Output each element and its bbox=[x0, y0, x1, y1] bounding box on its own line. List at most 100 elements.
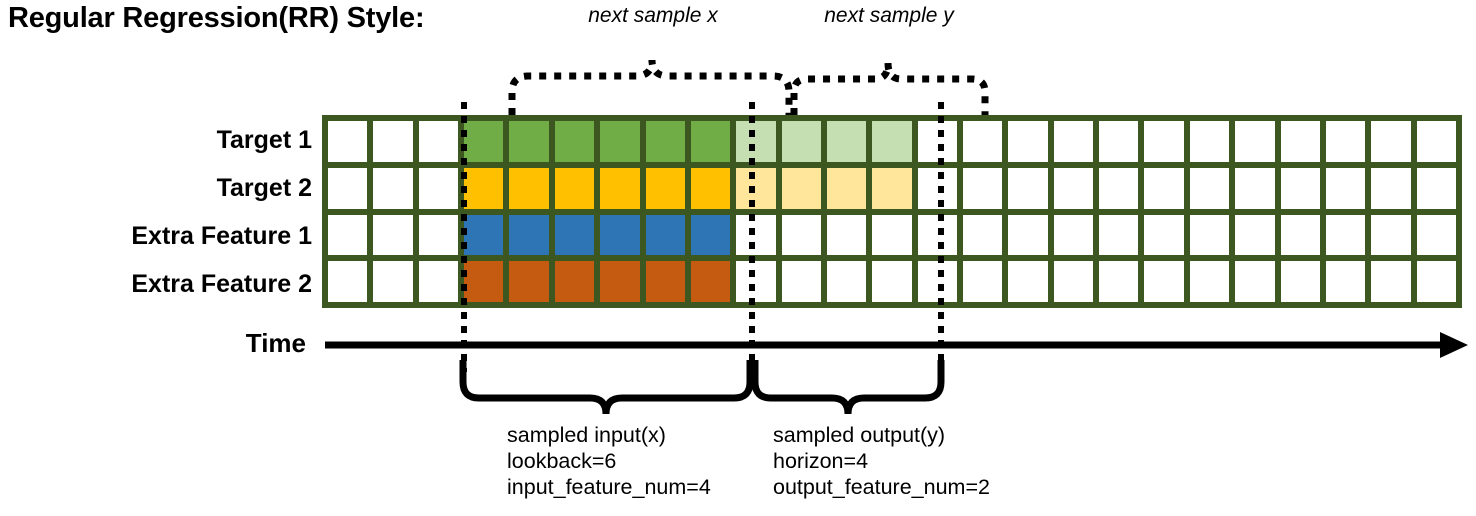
grid-cell bbox=[736, 121, 776, 162]
page-title: Regular Regression(RR) Style: bbox=[8, 2, 425, 34]
grid-cell bbox=[418, 214, 459, 256]
grid-cell bbox=[1371, 261, 1411, 302]
grid-cell bbox=[600, 214, 640, 256]
row-label-column: Target 1 Target 2 Extra Feature 1 Extra … bbox=[0, 0, 312, 516]
grid-cell bbox=[736, 214, 776, 256]
grid-cell bbox=[1053, 121, 1094, 162]
grid-cell bbox=[328, 121, 368, 162]
grid-cell bbox=[1325, 121, 1366, 162]
grid-cell bbox=[373, 261, 413, 302]
grid-cell bbox=[690, 261, 731, 302]
grid-cell bbox=[1099, 214, 1139, 256]
grid-cell bbox=[464, 261, 504, 302]
grid-cell bbox=[509, 261, 549, 302]
grid-cell bbox=[1280, 167, 1320, 209]
grid-cell bbox=[1371, 121, 1411, 162]
grid-cell bbox=[1280, 214, 1320, 256]
grid-cell bbox=[1099, 261, 1139, 302]
grid-cell bbox=[1325, 167, 1366, 209]
grid-cell bbox=[1189, 261, 1230, 302]
grid-cell bbox=[418, 121, 459, 162]
grid-cell bbox=[418, 167, 459, 209]
grid-cell bbox=[645, 121, 685, 162]
bottom-brace-sampled-output bbox=[751, 360, 945, 415]
grid-cell bbox=[373, 167, 413, 209]
row-label-extra-feature-1: Extra Feature 1 bbox=[131, 222, 312, 250]
grid-cell bbox=[554, 261, 595, 302]
grid-cell bbox=[1144, 261, 1184, 302]
grid-cell bbox=[917, 167, 958, 209]
grid-cell bbox=[826, 214, 867, 256]
grid-cell bbox=[600, 121, 640, 162]
grid-cell bbox=[1008, 167, 1048, 209]
grid-cell bbox=[690, 121, 731, 162]
grid-cell bbox=[1053, 214, 1094, 256]
grid-cell bbox=[781, 214, 821, 256]
grid-cell bbox=[963, 261, 1003, 302]
grid-cell bbox=[1235, 121, 1275, 162]
grid-cell bbox=[373, 121, 413, 162]
grid-cell bbox=[917, 261, 958, 302]
grid-cell bbox=[373, 214, 413, 256]
time-axis-arrow bbox=[325, 332, 1468, 358]
top-brace-next-sample-x bbox=[508, 59, 793, 115]
grid-cell bbox=[1008, 121, 1048, 162]
grid-cell bbox=[1235, 167, 1275, 209]
grid-cell bbox=[464, 214, 504, 256]
timeline-grid bbox=[322, 115, 1462, 308]
grid-cell bbox=[1144, 214, 1184, 256]
bottom-brace-sampled-input bbox=[459, 360, 754, 415]
grid-cell bbox=[1099, 167, 1139, 209]
grid-cell bbox=[509, 167, 549, 209]
grid-cell bbox=[464, 121, 504, 162]
grid-cell bbox=[464, 167, 504, 209]
grid-cell bbox=[826, 261, 867, 302]
row-label-extra-feature-2: Extra Feature 2 bbox=[131, 270, 312, 298]
grid-cell bbox=[1053, 261, 1094, 302]
grid-cell bbox=[1416, 121, 1456, 162]
grid-cell bbox=[554, 167, 595, 209]
grid-cell bbox=[1008, 214, 1048, 256]
grid-cell bbox=[1144, 121, 1184, 162]
grid-cell bbox=[872, 121, 912, 162]
grid-cell bbox=[1371, 214, 1411, 256]
grid-cell bbox=[418, 261, 459, 302]
grid-cell bbox=[554, 121, 595, 162]
sampled-output-caption: sampled output(y) horizon=4 output_featu… bbox=[773, 423, 990, 499]
grid-cell bbox=[1280, 121, 1320, 162]
grid-cell bbox=[554, 214, 595, 256]
grid-cell bbox=[1189, 167, 1230, 209]
grid-cell bbox=[328, 261, 368, 302]
grid-cell bbox=[826, 121, 867, 162]
grid-cell bbox=[509, 214, 549, 256]
grid-cell bbox=[781, 167, 821, 209]
grid-cell bbox=[328, 214, 368, 256]
grid-cell bbox=[1416, 167, 1456, 209]
grid-cell bbox=[1325, 214, 1366, 256]
next-sample-x-label: next sample x bbox=[588, 4, 718, 27]
grid-cell bbox=[690, 214, 731, 256]
grid-cell bbox=[1008, 261, 1048, 302]
grid-cell bbox=[872, 214, 912, 256]
grid-cell bbox=[736, 167, 776, 209]
grid-cell bbox=[1325, 261, 1366, 302]
grid-cell bbox=[1416, 214, 1456, 256]
grid-cell bbox=[509, 121, 549, 162]
grid-cell bbox=[1280, 261, 1320, 302]
grid-cell bbox=[917, 121, 958, 162]
grid-cell bbox=[1371, 167, 1411, 209]
grid-cell bbox=[1144, 167, 1184, 209]
next-sample-y-label: next sample y bbox=[824, 4, 954, 27]
grid-cell bbox=[917, 214, 958, 256]
grid-cell bbox=[645, 214, 685, 256]
grid-cell bbox=[1235, 261, 1275, 302]
grid-cell bbox=[781, 261, 821, 302]
grid-cell bbox=[328, 167, 368, 209]
grid-cell bbox=[1235, 214, 1275, 256]
grid-cell bbox=[781, 121, 821, 162]
grid-cell bbox=[1099, 121, 1139, 162]
grid-cell bbox=[1189, 214, 1230, 256]
grid-cell bbox=[963, 121, 1003, 162]
grid-cell bbox=[872, 167, 912, 209]
